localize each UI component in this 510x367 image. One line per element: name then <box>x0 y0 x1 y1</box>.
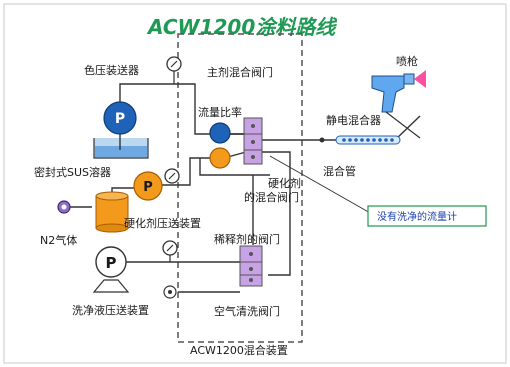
hardener-mixing-valve-label-2: 的混合阀门 <box>244 190 299 204</box>
static-mixer <box>335 135 401 145</box>
n2-gas-label: N2气体 <box>40 233 77 247</box>
diluent-valve-label: 稀释剂的阀门 <box>214 232 280 246</box>
pump-letter: P <box>115 111 125 127</box>
pressure-gauge-icon <box>166 56 182 84</box>
color-pressure-feeder-label: 色压装送器 <box>84 63 139 77</box>
flow-meter-icon <box>209 147 231 169</box>
pump-icon <box>103 101 137 135</box>
hardener-pressure-feeder-label: 硬化剂压送装置 <box>124 216 201 230</box>
flowmeter-note-box <box>367 205 487 227</box>
air-inlet-icon <box>163 285 177 299</box>
spray-gun-label: 喷枪 <box>396 54 418 68</box>
mixing-unit-box <box>177 33 303 343</box>
flow-meter-icon <box>209 122 231 144</box>
outer-frame <box>3 3 507 364</box>
sealed-sus-container <box>95 191 129 233</box>
color-pressure-pump: P <box>93 101 149 159</box>
pump-icon <box>133 171 163 201</box>
pump-icon <box>95 246 127 278</box>
static-mixer-label: 静电混合器 <box>326 113 381 127</box>
spray-gun-icon <box>371 70 426 139</box>
wash-valve-block <box>239 245 263 287</box>
mixing-tube-joint <box>319 137 325 143</box>
hardener-mixing-valve-label-1: 硬化剂 <box>268 176 301 190</box>
mixing-unit-label: ACW1200混合装置 <box>190 343 288 357</box>
note-leader <box>269 155 373 215</box>
air-clean-valve-label: 空气清洗阀门 <box>214 304 280 318</box>
flow-ratio-label: 流量比率 <box>198 105 242 119</box>
pressure-gauge-icon <box>162 240 178 262</box>
nitrogen-cylinder-icon <box>57 200 71 214</box>
main-mixing-valve-label: 主剂混合阀门 <box>207 65 273 79</box>
wash-liquid-feeder-label: 洗净液压送装置 <box>72 303 149 317</box>
pump-letter: P <box>143 180 153 195</box>
uncleaned-flowmeter-note: 没有洗净的流量计 <box>377 210 457 223</box>
wash-pump: P <box>92 246 130 293</box>
sealed-sus-container-label: 密封式SUS溶器 <box>34 165 111 179</box>
pressure-gauge-icon <box>164 168 180 184</box>
mixing-tube-label: 混合管 <box>323 164 356 178</box>
pump-letter: P <box>106 254 117 272</box>
hardener-pump: P <box>133 171 163 201</box>
diagram-title: ACW1200涂料路线 <box>146 15 338 39</box>
main-valve-block <box>243 117 263 165</box>
